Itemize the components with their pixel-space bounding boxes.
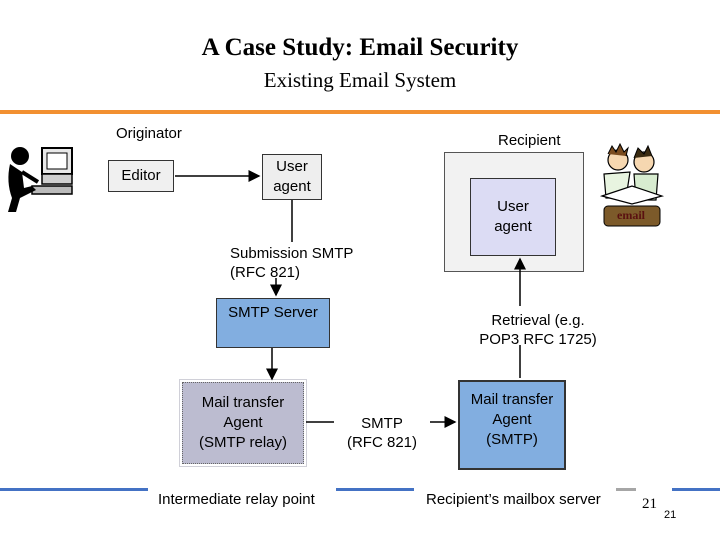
mailbox-caption: Recipient’s mailbox server (426, 491, 601, 508)
retrieval-label: Retrieval (e.g. POP3 RFC 1725) (479, 312, 597, 348)
title-divider (0, 110, 720, 114)
person-computer-icon (8, 147, 73, 212)
bottom-rule-right-short (616, 488, 636, 491)
bottom-rule-left (0, 488, 148, 491)
smtp-link-label: SMTP (RFC 821) (346, 415, 417, 451)
recipient-label: Recipient (498, 132, 561, 149)
originator-user-agent-box: User agent (262, 154, 322, 200)
smtp-server-box: SMTP Server (216, 298, 330, 348)
originator-label: Originator (116, 125, 182, 142)
page-number-small: 21 (664, 509, 677, 521)
mta-relay-box: Mail transfer Agent (SMTP relay) (179, 379, 307, 467)
bottom-rule-right (672, 488, 720, 491)
slide-title: A Case Study: Email Security (201, 34, 519, 61)
email-badge: email (617, 208, 645, 222)
relay-caption: Intermediate relay point (158, 491, 315, 508)
submission-label: Submission SMTP (RFC 821) (230, 245, 354, 281)
mta-recipient-box: Mail transfer Agent (SMTP) (458, 380, 566, 470)
slide-subtitle: Existing Email System (263, 68, 457, 92)
people-reading-email-icon (599, 142, 665, 227)
recipient-user-agent-box: User agent (470, 178, 556, 256)
bottom-rule-middle (336, 488, 414, 491)
editor-box: Editor (108, 160, 174, 192)
page-number: 21 (642, 496, 657, 512)
